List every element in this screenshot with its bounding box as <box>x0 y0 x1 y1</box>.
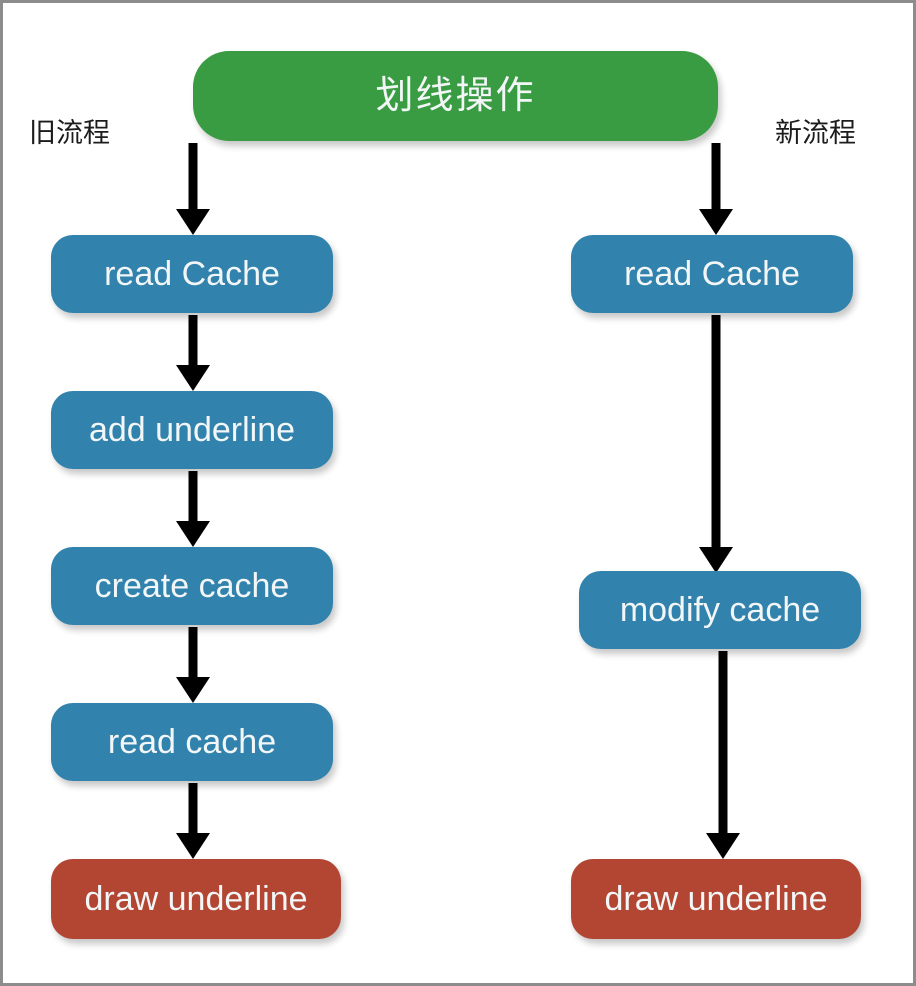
node-right-draw-underline[interactable]: draw underline <box>571 859 861 939</box>
arrow-left-4 <box>175 783 211 859</box>
node-right-modify-cache[interactable]: modify cache <box>579 571 861 649</box>
node-title-label: 划线操作 <box>375 75 536 117</box>
node-left-draw-underline[interactable]: draw underline <box>51 859 341 939</box>
node-left-read-cache[interactable]: read Cache <box>51 235 333 313</box>
node-right-draw-underline-label: draw underline <box>604 880 828 918</box>
arrow-left-2 <box>175 471 211 547</box>
node-left-create-cache-label: create cache <box>94 567 290 605</box>
node-left-add-underline-label: add underline <box>88 411 296 449</box>
node-left-read-cache-lower[interactable]: read cache <box>51 703 333 781</box>
node-left-read-cache-label: read Cache <box>104 255 280 293</box>
caption-new-flow: 新流程 <box>775 118 856 148</box>
node-right-read-cache-label: read Cache <box>624 255 800 293</box>
arrow-title-to-right-read-cache <box>698 143 734 235</box>
arrow-right-1 <box>698 315 734 573</box>
arrow-left-1 <box>175 315 211 391</box>
node-left-read-cache-lower-label: read cache <box>107 723 277 761</box>
arrow-left-3 <box>175 627 211 703</box>
node-right-read-cache[interactable]: read Cache <box>571 235 853 313</box>
node-right-modify-cache-label: modify cache <box>619 591 821 629</box>
arrow-title-to-left-read-cache <box>175 143 211 235</box>
caption-old-flow: 旧流程 <box>29 118 110 148</box>
node-left-draw-underline-label: draw underline <box>84 880 308 918</box>
node-left-add-underline[interactable]: add underline <box>51 391 333 469</box>
arrow-right-2 <box>705 651 741 859</box>
node-left-create-cache[interactable]: create cache <box>51 547 333 625</box>
node-title-operation[interactable]: 划线操作 <box>193 51 718 141</box>
